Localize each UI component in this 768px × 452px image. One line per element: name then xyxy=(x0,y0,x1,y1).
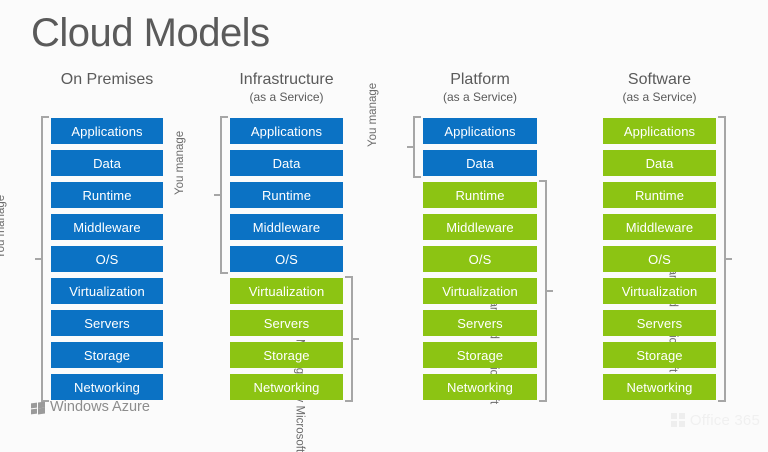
layer-bar-data[interactable]: Data xyxy=(423,150,537,176)
bracket-cap-top xyxy=(718,116,726,118)
layer-bar-runtime[interactable]: Runtime xyxy=(51,182,163,208)
layer-bar-storage[interactable]: Storage xyxy=(51,342,163,368)
column-subtitle: (as a Service) xyxy=(249,90,324,104)
layer-bar-storage[interactable]: Storage xyxy=(230,342,343,368)
bracket-tick xyxy=(407,146,413,148)
layer-bar-runtime[interactable]: Runtime xyxy=(603,182,716,208)
windows-flag-icon xyxy=(31,401,45,414)
layer-bar-networking[interactable]: Networking xyxy=(230,374,343,400)
bracket-tick xyxy=(214,194,220,196)
bracket-tick xyxy=(547,290,553,292)
bracket-cap-bottom xyxy=(220,272,228,274)
bracket-spine xyxy=(545,180,547,402)
bracket-infrastructure-as-a-service-0 xyxy=(214,116,229,274)
bracket-cap-bottom xyxy=(539,400,547,402)
column-title: Platform xyxy=(450,71,510,88)
layer-bar-storage[interactable]: Storage xyxy=(423,342,537,368)
bracket-label-infrastructure-as-a-service-0: You manage xyxy=(173,130,186,195)
layer-bar-middleware[interactable]: Middleware xyxy=(51,214,163,240)
bracket-cap-top xyxy=(413,116,421,118)
bracket-cap-bottom xyxy=(41,400,49,402)
bracket-spine xyxy=(724,116,726,402)
bracket-spine xyxy=(413,116,415,178)
column-title: Software xyxy=(627,71,692,88)
bracket-spine xyxy=(351,276,353,402)
windows-azure-logo: Windows Azure xyxy=(31,400,150,415)
layer-bar-data[interactable]: Data xyxy=(51,150,163,176)
column-title: Infrastructure xyxy=(239,71,334,88)
bracket-platform-as-a-service-0 xyxy=(407,116,422,178)
layer-bar-servers[interactable]: Servers xyxy=(51,310,163,336)
watermark-label: Office 365 xyxy=(689,412,760,429)
bracket-tick xyxy=(353,338,359,340)
bracket-tick xyxy=(35,258,41,260)
layer-bar-runtime[interactable]: Runtime xyxy=(423,182,537,208)
layer-bar-runtime[interactable]: Runtime xyxy=(230,182,343,208)
bracket-platform-as-a-service-1 xyxy=(538,180,553,402)
layer-bar-applications[interactable]: Applications xyxy=(423,118,537,144)
bracket-spine xyxy=(220,116,222,274)
column-subtitle: (as a Service) xyxy=(622,90,697,104)
layer-bar-data[interactable]: Data xyxy=(603,150,716,176)
bracket-cap-top xyxy=(345,276,353,278)
layer-bar-networking[interactable]: Networking xyxy=(51,374,163,400)
page-title: Cloud Models xyxy=(31,11,270,55)
bracket-tick xyxy=(726,258,732,260)
windows-azure-label: Windows Azure xyxy=(50,399,150,415)
layer-bar-middleware[interactable]: Middleware xyxy=(230,214,343,240)
layer-bar-applications[interactable]: Applications xyxy=(603,118,716,144)
office-grid-icon xyxy=(670,413,686,428)
column-subtitle: (as a Service) xyxy=(442,90,518,104)
layer-bar-o-s[interactable]: O/S xyxy=(423,246,537,272)
bracket-infrastructure-as-a-service-1 xyxy=(344,276,359,402)
bracket-spine xyxy=(41,116,43,402)
layer-bar-middleware[interactable]: Middleware xyxy=(603,214,716,240)
layer-bar-virtualization[interactable]: Virtualization xyxy=(603,278,716,304)
column-title: On Premises xyxy=(60,71,154,88)
layer-bar-servers[interactable]: Servers xyxy=(603,310,716,336)
layer-bar-storage[interactable]: Storage xyxy=(603,342,716,368)
office-365-watermark: Office 365 xyxy=(670,412,760,429)
layer-bar-applications[interactable]: Applications xyxy=(51,118,163,144)
column-header-infrastructure-as-a-service: Infrastructure (as a Service) xyxy=(230,70,343,105)
layer-bar-networking[interactable]: Networking xyxy=(603,374,716,400)
layer-bar-servers[interactable]: Servers xyxy=(423,310,537,336)
layer-bar-middleware[interactable]: Middleware xyxy=(423,214,537,240)
bracket-cap-top xyxy=(41,116,49,118)
bracket-cap-top xyxy=(220,116,228,118)
bracket-label-on-premises-0: You manage xyxy=(0,194,7,259)
layer-bar-applications[interactable]: Applications xyxy=(230,118,343,144)
layer-bar-o-s[interactable]: O/S xyxy=(230,246,343,272)
bracket-cap-bottom xyxy=(413,176,421,178)
bracket-label-platform-as-a-service-0: You manage xyxy=(366,82,379,147)
column-header-on-premises: On Premises xyxy=(51,70,163,90)
bracket-cap-top xyxy=(539,180,547,182)
layer-bar-virtualization[interactable]: Virtualization xyxy=(423,278,537,304)
bracket-cap-bottom xyxy=(345,400,353,402)
column-header-platform-as-a-service: Platform (as a Service) xyxy=(423,70,537,105)
layer-bar-o-s[interactable]: O/S xyxy=(603,246,716,272)
layer-bar-o-s[interactable]: O/S xyxy=(51,246,163,272)
layer-bar-virtualization[interactable]: Virtualization xyxy=(230,278,343,304)
layer-bar-data[interactable]: Data xyxy=(230,150,343,176)
bracket-cap-bottom xyxy=(718,400,726,402)
layer-bar-virtualization[interactable]: Virtualization xyxy=(51,278,163,304)
layer-bar-servers[interactable]: Servers xyxy=(230,310,343,336)
column-header-software-as-a-service: Software (as a Service) xyxy=(603,70,716,105)
bracket-on-premises-0 xyxy=(35,116,50,402)
layer-bar-networking[interactable]: Networking xyxy=(423,374,537,400)
column-infrastructure-as-a-service: Infrastructure (as a Service) Applications… xyxy=(230,70,343,400)
bracket-software-as-a-service-0 xyxy=(717,116,732,402)
